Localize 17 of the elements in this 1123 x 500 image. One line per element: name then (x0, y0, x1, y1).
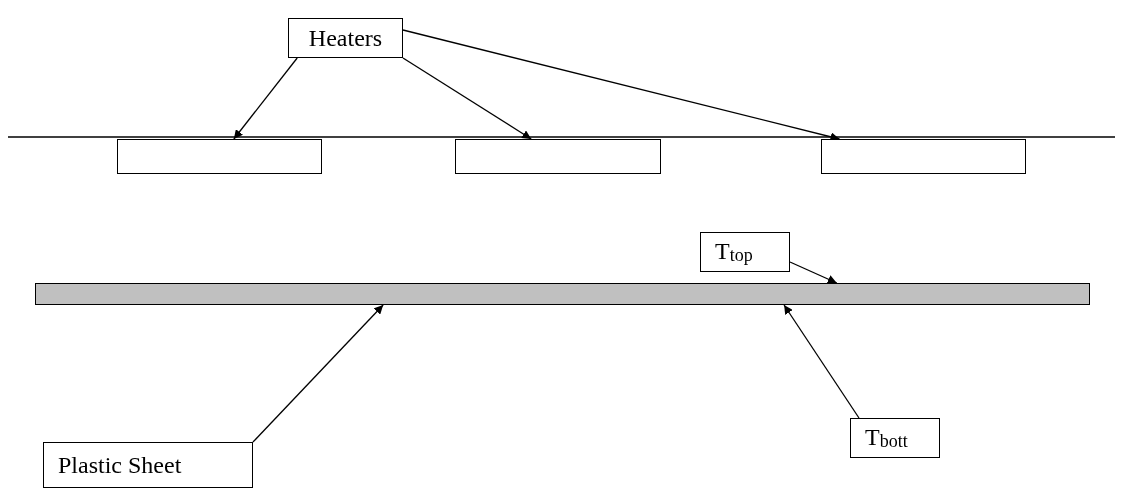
label-box (700, 232, 790, 272)
arrow (233, 57, 298, 140)
arrow (402, 57, 532, 140)
label-text: T$_{top}$ (715, 238, 753, 266)
heater-box (117, 139, 322, 174)
arrow (789, 261, 838, 284)
heater-box (821, 139, 1026, 174)
label-text: Heaters (308, 24, 383, 52)
plastic-sheet-bar (35, 283, 1090, 305)
label-text: T$_{bott}$ (865, 424, 908, 452)
heater-box (455, 139, 661, 174)
arrow (252, 304, 384, 443)
label-box (850, 418, 940, 458)
label-box (288, 18, 403, 58)
label-text: Plastic Sheet (58, 451, 182, 479)
label-box (43, 442, 253, 488)
arrow (783, 304, 860, 419)
